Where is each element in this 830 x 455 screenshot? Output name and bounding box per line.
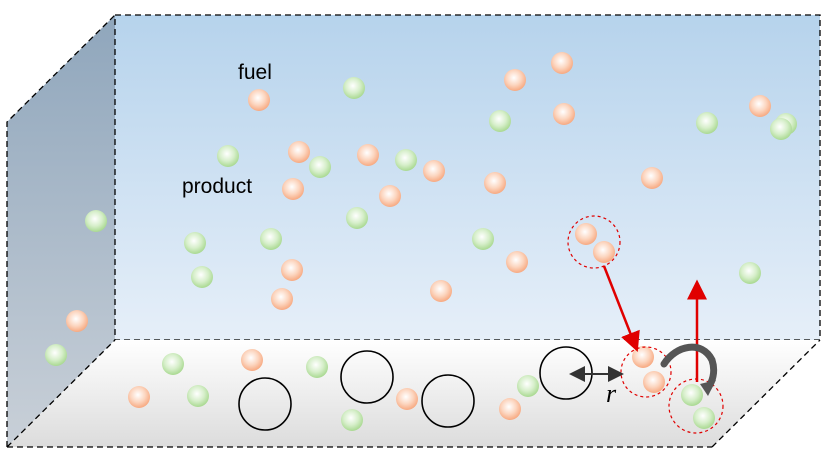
product-particle (184, 232, 206, 254)
curved-arrow-head (700, 380, 716, 396)
product-particle (341, 409, 363, 431)
box-edge-right-floor (711, 339, 821, 448)
fuel-particle (430, 280, 452, 302)
box-edges (6, 14, 116, 447)
fuel-particle (593, 241, 615, 263)
product-particle (45, 344, 67, 366)
fuel-particle (241, 349, 263, 371)
fuel-particle (66, 310, 88, 332)
product-particle (472, 228, 494, 250)
fuel-particle (288, 141, 310, 163)
product-particle (681, 384, 703, 406)
fuel-particle (248, 89, 270, 111)
fuel-particle (357, 144, 379, 166)
fuel-particle (379, 185, 401, 207)
fuel-particle (632, 346, 654, 368)
fuel-particle (423, 160, 445, 182)
fuel-particle (484, 172, 506, 194)
product-particle (309, 156, 331, 178)
product-particle (696, 112, 718, 134)
product-particle (770, 118, 792, 140)
fuel-particle (499, 398, 521, 420)
fuel-particle (506, 251, 528, 273)
red-arrow-down (602, 265, 640, 352)
particles (45, 52, 797, 431)
fuel-particle (643, 371, 665, 393)
fuel-particle (281, 259, 303, 281)
product-particle (517, 375, 539, 397)
fuel-particle (575, 223, 597, 245)
event-highlight-gas (567, 215, 621, 269)
fuel-particle (396, 388, 418, 410)
product-particle (489, 110, 511, 132)
product-particle (85, 210, 107, 232)
fuel-particle (504, 69, 526, 91)
fuel-particle (551, 52, 573, 74)
label-r: r (606, 379, 617, 408)
side-wall (7, 15, 115, 447)
surface-site (340, 350, 394, 404)
product-particle (162, 353, 184, 375)
label-product: product (182, 175, 252, 198)
fuel-particle (641, 167, 663, 189)
product-particle (346, 207, 368, 229)
fuel-particle (128, 386, 150, 408)
reaction-events (567, 215, 724, 434)
fuel-particle (271, 288, 293, 310)
fuel-particle (282, 178, 304, 200)
product-particle (191, 266, 213, 288)
surface-site (238, 377, 292, 431)
product-particle (343, 77, 365, 99)
product-particle (693, 407, 715, 429)
fuel-particle (749, 95, 771, 117)
product-particle (217, 145, 239, 167)
product-particle (739, 262, 761, 284)
product-particle (306, 356, 328, 378)
box-edge-left-floor (6, 339, 116, 448)
surface-site (421, 374, 475, 428)
product-particle (260, 228, 282, 250)
product-particle (395, 149, 417, 171)
label-fuel: fuel (238, 61, 272, 84)
product-particle (187, 385, 209, 407)
fuel-particle (553, 103, 575, 125)
